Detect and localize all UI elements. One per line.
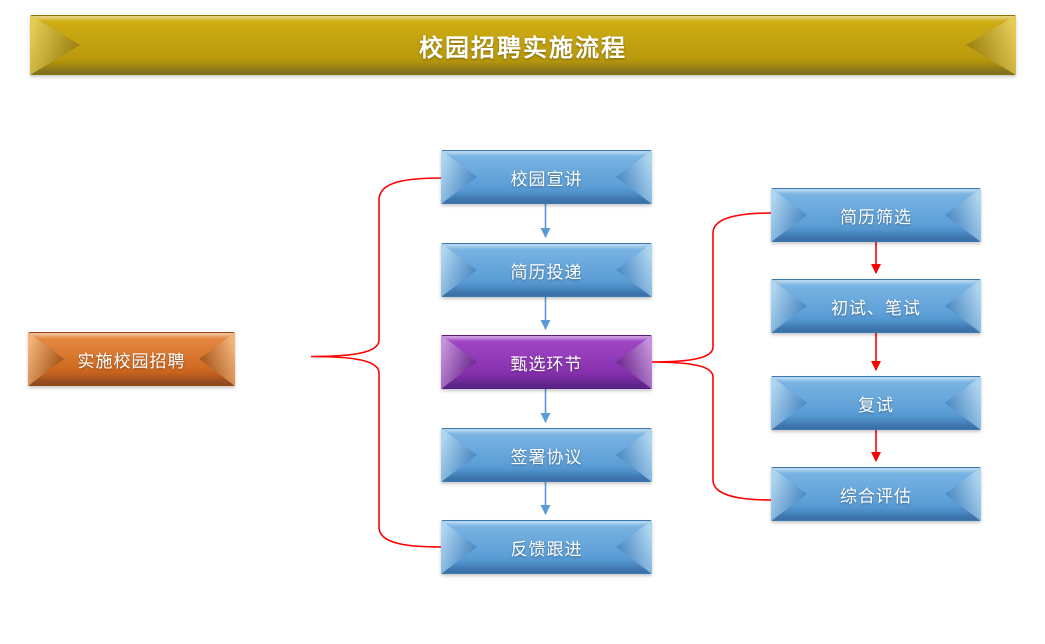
node-label: 简历筛选 — [840, 207, 912, 227]
node-implement-campus-recruitment: 实施校园招聘 — [28, 332, 235, 386]
node-second-interview: 复试 — [771, 376, 981, 430]
node-label: 复试 — [858, 395, 894, 415]
node-feedback-followup: 反馈跟进 — [441, 520, 652, 574]
node-sign-agreement: 签署协议 — [441, 428, 652, 482]
node-label: 校园宣讲 — [510, 169, 583, 189]
node-campus-presentation: 校园宣讲 — [441, 150, 652, 204]
node-resume-submission: 简历投递 — [441, 243, 652, 297]
node-selection-stage: 甄选环节 — [441, 335, 652, 389]
node-label: 反馈跟进 — [510, 539, 583, 559]
brace-selection-to-sub — [649, 212, 773, 501]
node-label: 简历投递 — [510, 262, 583, 282]
title-banner: 校园招聘实施流程 — [30, 15, 1016, 75]
node-label: 初试、笔试 — [831, 298, 921, 318]
node-resume-screening: 简历筛选 — [771, 188, 981, 242]
brace-root-to-main — [310, 177, 444, 548]
node-first-interview-written-test: 初试、笔试 — [771, 279, 981, 333]
node-label: 签署协议 — [510, 447, 583, 467]
node-label: 实施校园招聘 — [77, 351, 186, 371]
node-label: 甄选环节 — [510, 354, 583, 374]
node-comprehensive-evaluation: 综合评估 — [771, 467, 981, 521]
node-label: 综合评估 — [840, 486, 912, 506]
title-text: 校园招聘实施流程 — [419, 34, 627, 62]
